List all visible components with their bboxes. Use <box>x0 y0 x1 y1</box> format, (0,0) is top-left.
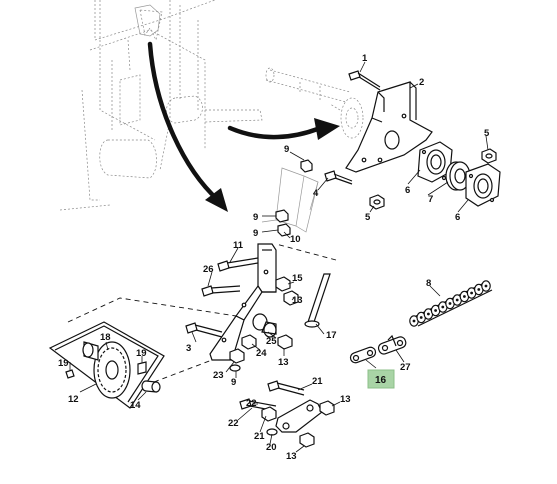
nut-5-lower <box>369 194 385 210</box>
callout-20: 20 <box>266 442 277 453</box>
bolt-1 <box>348 70 381 91</box>
chain-pin <box>412 319 416 323</box>
callout-13-bottom: 13 <box>286 451 297 462</box>
callout-26: 26 <box>203 264 214 275</box>
chain-pin <box>484 284 488 288</box>
shaft-assembly-ghost <box>265 67 364 139</box>
pointer-arrow-right <box>227 118 340 140</box>
nut-9-lower <box>277 223 291 237</box>
callout-11: 11 <box>233 240 244 251</box>
chain-pin <box>455 298 459 302</box>
chain-pin <box>434 309 437 312</box>
callout-22-upper: 22 <box>246 398 257 409</box>
callout-8: 8 <box>426 278 431 289</box>
bearing-flange-6-right <box>465 163 501 207</box>
chain-pin <box>427 312 430 316</box>
washer-21-lower <box>261 406 277 422</box>
callout-4: 4 <box>313 188 319 199</box>
screw-19-left <box>65 369 75 379</box>
highlight-part-16 <box>367 369 395 389</box>
washer-9-low <box>229 364 241 372</box>
bolt-22-upper <box>239 398 277 412</box>
chain-pin <box>470 291 473 295</box>
callout-labels: 1 2 5 6 7 6 5 4 9 9 9 10 11 26 15 8 13 1… <box>58 53 490 462</box>
callout-17: 17 <box>326 330 337 341</box>
callout-1: 1 <box>362 53 368 64</box>
spacer-14 <box>141 380 161 393</box>
nut-9-arm <box>283 290 299 306</box>
callout-9-top: 9 <box>284 144 289 155</box>
callout-25: 25 <box>266 336 277 347</box>
callout-5-lower: 5 <box>365 212 371 223</box>
screw-19-right <box>137 361 147 375</box>
bolt-3 <box>185 322 223 338</box>
callout-9-mid: 9 <box>253 212 258 223</box>
callout-19-right: 19 <box>136 348 147 359</box>
tensioner-link-20 <box>275 399 323 433</box>
callout-24: 24 <box>256 348 267 359</box>
callout-6-left: 6 <box>405 185 410 196</box>
leader-lines <box>69 61 489 453</box>
roller-chain-8 <box>409 280 493 327</box>
callout-13-link: 13 <box>340 394 351 405</box>
bolt-11 <box>217 257 259 272</box>
nut-15 <box>275 276 291 292</box>
callout-2: 2 <box>419 77 424 88</box>
callout-7: 7 <box>428 194 433 205</box>
nut-9-mid <box>275 209 289 223</box>
callout-15: 15 <box>292 273 303 284</box>
washer-25 <box>252 313 277 338</box>
chain-pin <box>477 288 481 291</box>
nut-23 <box>229 348 245 364</box>
callout-5-right: 5 <box>484 128 490 139</box>
callout-18: 18 <box>100 332 111 343</box>
callout-21-upper: 21 <box>312 376 323 387</box>
bolt-21-upper <box>267 380 305 396</box>
callout-19-left: 19 <box>58 358 69 369</box>
nut-13-link <box>319 400 335 416</box>
callout-9-low: 9 <box>231 377 236 388</box>
sprocket-18 <box>82 341 131 399</box>
callout-27: 27 <box>400 362 411 373</box>
callout-13-arm: 13 <box>278 357 289 368</box>
nut-13-bottom <box>299 432 315 448</box>
callout-9-lower: 9 <box>253 228 258 239</box>
connecting-link-16 <box>349 346 377 364</box>
machine-outline-ghost <box>59 0 263 211</box>
nut-24 <box>241 334 257 350</box>
callout-6-right: 6 <box>455 212 460 223</box>
mounting-bracket-2 <box>345 81 433 173</box>
chain-pin <box>441 305 445 309</box>
callout-22-lower: 22 <box>228 418 239 429</box>
callout-21-lower: 21 <box>254 431 265 442</box>
long-bolt-17 <box>304 273 331 328</box>
pointer-arrow-down <box>147 41 228 212</box>
bolt-4 <box>324 170 353 185</box>
assembly-guide-lines <box>67 243 337 383</box>
chain-pin <box>463 295 466 298</box>
callout-16: 16 <box>375 375 387 386</box>
main-arm-10 <box>209 243 277 361</box>
chain-pin <box>419 316 423 319</box>
callout-13-arm-top: 13 <box>292 295 303 306</box>
callout-10: 10 <box>290 234 301 245</box>
nut-5-right <box>481 148 497 164</box>
nut-9-top <box>300 159 313 173</box>
nut-13-arm <box>277 334 293 350</box>
callout-3: 3 <box>186 343 191 354</box>
bolt-26 <box>201 285 241 297</box>
tensioner-plate <box>261 167 319 233</box>
connecting-link-27 <box>377 334 407 355</box>
callout-14: 14 <box>130 400 141 411</box>
bearing-7 <box>445 161 471 191</box>
callout-23: 23 <box>213 370 224 381</box>
callout-12: 12 <box>68 394 79 405</box>
chain-pin <box>448 302 452 305</box>
